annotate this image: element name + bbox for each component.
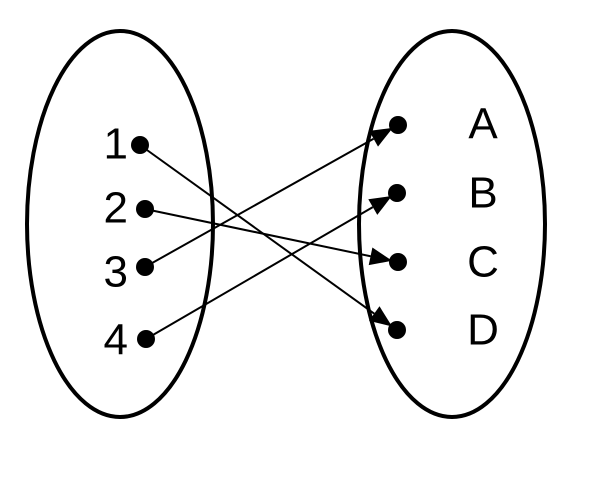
domain-dot-3 [136,258,154,276]
domain-label-2: 2 [104,184,128,233]
domain-label-3: 3 [104,248,128,297]
domain-label-4: 4 [104,316,128,365]
domain-label-1: 1 [104,120,128,169]
arrow-line-1-to-D [139,144,375,315]
arrowhead-3-to-A [369,127,393,147]
codomain-label-C: C [467,238,499,287]
arrow-line-2-to-C [144,208,371,258]
codomain-dot-D [388,321,406,339]
codomain-set-ellipse [357,29,547,419]
codomain-label-B: B [468,169,497,218]
codomain-dot-A [389,116,407,134]
arrowhead-2-to-C [368,247,393,266]
codomain-dot-B [388,184,406,202]
arrowhead-4-to-B [368,196,392,215]
codomain-dot-C [389,253,407,271]
arrow-line-4-to-B [145,206,374,340]
domain-dot-1 [131,136,149,154]
codomain-label-D: D [467,306,499,355]
domain-dot-2 [136,200,154,218]
mapping-arrows [139,127,393,340]
arrow-line-3-to-A [144,137,375,268]
arrowhead-1-to-D [369,306,393,327]
domain-dot-4 [137,330,155,348]
codomain-label-A: A [468,100,498,149]
